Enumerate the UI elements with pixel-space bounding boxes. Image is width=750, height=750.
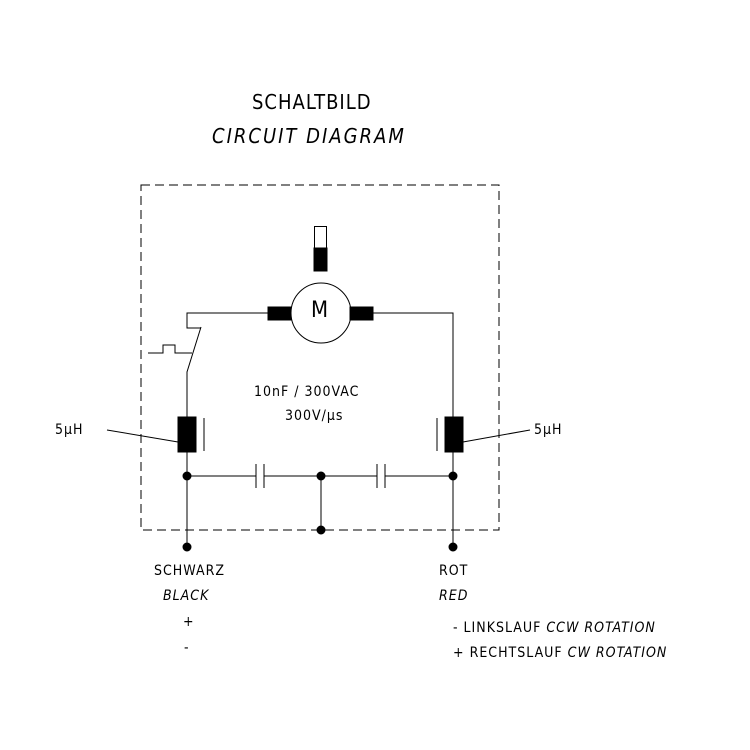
rotation-ccw: - LINKSLAUF CCW ROTATION	[453, 620, 656, 636]
title-german: SCHALTBILD	[252, 90, 372, 114]
rotation-cw: + RECHTSLAUF CW ROTATION	[453, 645, 667, 661]
terminal-red-en: RED	[439, 588, 469, 604]
polarity-indicator	[313, 226, 328, 272]
inductor-left	[106, 416, 205, 453]
title-english: CIRCUIT DIAGRAM	[212, 124, 406, 148]
terminal-red-de: ROT	[439, 563, 469, 579]
terminal-black-sign-2: -	[184, 640, 190, 656]
capacitor-spec-1: 10nF / 300VAC	[254, 384, 360, 400]
motor-label: M	[311, 298, 330, 323]
switch	[148, 326, 202, 417]
inductor-right	[436, 416, 531, 453]
rotation-en: CCW ROTATION	[546, 620, 656, 636]
capacitor-spec-2: 300V/µs	[285, 408, 344, 424]
rotation-de: LINKSLAUF	[463, 620, 542, 636]
rotation-en: CW ROTATION	[567, 645, 668, 661]
wire-top	[186, 312, 454, 417]
rotation-sign: -	[453, 620, 459, 636]
capacitors	[255, 464, 386, 488]
terminal-black-de: SCHWARZ	[154, 563, 225, 579]
inductor-left-label: 5µH	[55, 422, 84, 438]
terminal-black-sign-1: +	[183, 614, 195, 630]
junction-dots	[182, 471, 458, 552]
motor	[267, 282, 374, 344]
rotation-sign: +	[453, 645, 465, 661]
rotation-de: RECHTSLAUF	[469, 645, 563, 661]
inductor-right-label: 5µH	[534, 422, 563, 438]
terminal-black-en: BLACK	[163, 588, 210, 604]
